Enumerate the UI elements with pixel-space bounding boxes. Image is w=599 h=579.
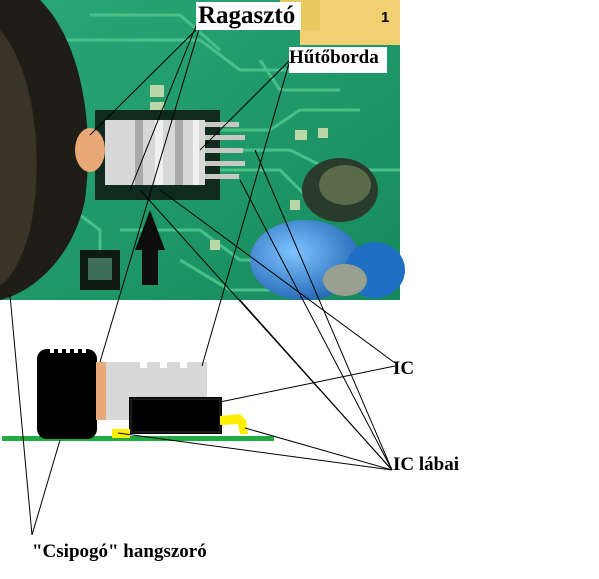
heatsink-fin	[193, 120, 199, 185]
buzzer-drawing	[37, 349, 97, 439]
side-view-drawing	[2, 349, 274, 441]
capacitor-dark-top	[319, 165, 371, 205]
pcb-board-line	[2, 436, 274, 441]
capacitor-cap	[323, 264, 367, 296]
buzzer-notches	[50, 349, 86, 353]
label-heatsink: Hűtőborda	[289, 47, 387, 73]
photo-dark-arrow	[135, 210, 165, 285]
photo-number: 1	[381, 9, 390, 26]
label-ic: IC	[393, 358, 415, 379]
ic-legs-photo	[205, 122, 245, 179]
heatsink-fin	[155, 120, 163, 185]
heatsink-fin	[135, 120, 143, 185]
buzzer-photo-ring	[0, 30, 37, 285]
ic-drawing	[129, 397, 222, 434]
small-smd	[88, 258, 112, 280]
circuit-photo	[0, 0, 405, 300]
heatsink-fin	[175, 120, 183, 185]
label-buzzer: "Csipogó" hangszoró	[32, 541, 207, 562]
ic-drawing-edge	[130, 398, 221, 433]
glue-drawing	[96, 362, 107, 420]
glue-blob-photo	[75, 128, 105, 172]
leader-lines	[9, 25, 396, 536]
label-ic-legs: IC lábai	[393, 454, 459, 475]
label-glue: Ragasztó	[196, 2, 302, 30]
